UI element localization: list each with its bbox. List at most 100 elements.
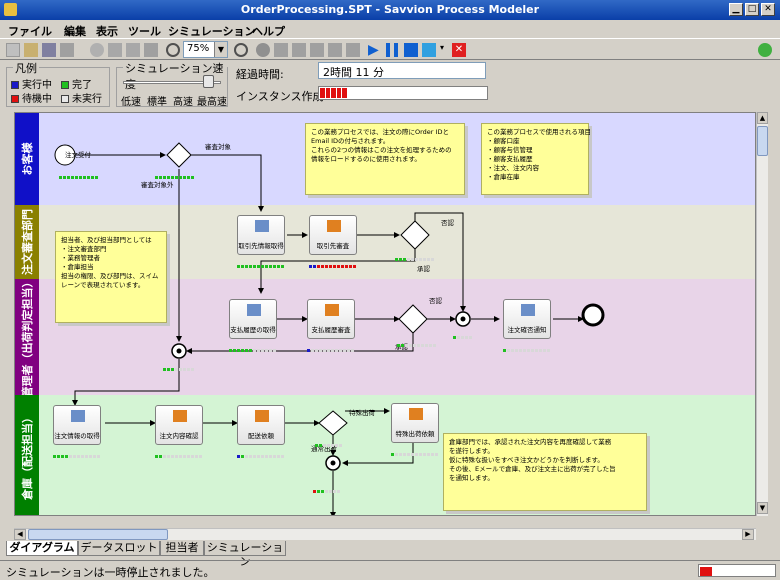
gateway-review[interactable] (400, 220, 430, 250)
speed-normal[interactable]: 標準 (147, 97, 167, 108)
save-icon[interactable] (42, 43, 56, 57)
lane-label-order-review: 注文審査部門 (15, 205, 39, 279)
minimize-button[interactable]: ▁ (729, 3, 743, 16)
dropdown-icon[interactable]: ▾ (440, 43, 445, 52)
stop-circle-icon[interactable] (256, 43, 270, 57)
copy-icon[interactable] (108, 43, 122, 57)
zoom-in-icon[interactable] (166, 43, 180, 57)
gateway-progress (315, 437, 343, 447)
instance-progress-cell (463, 88, 469, 98)
print-icon[interactable] (60, 43, 74, 57)
scroll-right-icon[interactable]: ▶ (742, 529, 754, 540)
close-button[interactable]: ✕ (761, 3, 775, 16)
toolbar: 75% ▼ ▶ ▾ ✕ (0, 38, 780, 60)
play-icon[interactable]: ▶ (368, 42, 379, 58)
legend-notrun: 未実行 (61, 90, 102, 105)
speed-low[interactable]: 低速 (121, 97, 141, 108)
reset-icon[interactable]: ✕ (452, 43, 466, 57)
menu-tools[interactable]: ツール (128, 25, 161, 38)
start-event[interactable] (54, 144, 76, 166)
done-swatch (61, 81, 69, 89)
horizontal-scrollbar[interactable]: ◀ ▶ (14, 528, 756, 540)
maximize-button[interactable]: □ (745, 3, 759, 16)
report-icon[interactable] (422, 43, 436, 57)
new-icon[interactable] (6, 43, 20, 57)
scroll-down-icon[interactable]: ▼ (757, 502, 768, 514)
notrun-swatch (61, 95, 69, 103)
instance-progress-cell (419, 88, 425, 98)
stop-icon[interactable] (404, 43, 418, 57)
pause-icon[interactable] (386, 43, 398, 57)
align-left-icon[interactable] (274, 43, 288, 57)
task-order-notice[interactable]: 注文確否通知 (503, 299, 551, 339)
scroll-left-icon[interactable]: ◀ (14, 529, 26, 540)
gateway-payment[interactable] (398, 304, 428, 334)
zoom-out-icon[interactable] (234, 43, 248, 57)
instance-progress-cell (402, 88, 408, 98)
grid-icon[interactable] (346, 43, 360, 57)
menu-help[interactable]: ヘルプ (252, 25, 285, 38)
vertical-scroll-thumb[interactable] (757, 126, 768, 156)
tab-diagram[interactable]: ダイアグラム (6, 541, 78, 556)
tab-data-slot[interactable]: データスロット (78, 541, 160, 556)
menu-view[interactable]: 表示 (96, 25, 118, 38)
align-top-icon[interactable] (310, 43, 324, 57)
instance-progress-cell (430, 88, 436, 98)
instance-progress-cell (336, 88, 342, 98)
undo-icon[interactable] (90, 43, 104, 57)
lane-label-customer: お客様 (15, 113, 39, 205)
scroll-up-icon[interactable]: ▲ (757, 112, 768, 124)
instance-progress (318, 86, 488, 100)
tab-performer[interactable]: 担当者 (160, 541, 204, 556)
chevron-down-icon[interactable]: ▼ (214, 42, 227, 57)
distribute-icon[interactable] (328, 43, 342, 57)
gateway-shipping[interactable] (318, 410, 348, 436)
speed-high[interactable]: 高速 (173, 97, 193, 108)
end-event[interactable] (581, 303, 605, 327)
gateway-audit[interactable] (166, 142, 192, 168)
instance-progress-cell (436, 88, 441, 98)
paste-icon[interactable] (126, 43, 140, 57)
task-get-client-info[interactable]: 取引先情報取得 (237, 215, 285, 255)
instance-progress-cell (353, 88, 358, 98)
align-center-icon[interactable] (292, 43, 306, 57)
speed-slider-thumb[interactable] (203, 75, 214, 88)
task-delivery-request[interactable]: 配送依頼 (237, 405, 285, 445)
diagram-canvas[interactable]: お客様 注文審査部門 管理者（出荷判定担当） 倉庫（配送担当） (14, 112, 756, 516)
menu-simulation[interactable]: シミュレーション (168, 25, 256, 38)
horizontal-scroll-thumb[interactable] (28, 529, 168, 540)
task-progress (309, 258, 357, 268)
task-progress (307, 342, 355, 352)
status-bar: シミュレーションは一時停止されました。 (0, 560, 780, 580)
legend-done: 完了 (61, 76, 92, 91)
menu-edit[interactable]: 編集 (64, 25, 86, 38)
audit-target-label: 審査対象 (205, 143, 231, 151)
status-ok-icon (758, 43, 772, 57)
task-client-review[interactable]: 取引先審査 (309, 215, 357, 255)
instance-progress-cell (347, 88, 353, 98)
open-icon[interactable] (24, 43, 38, 57)
task-special-shipping[interactable]: 特殊出荷依頼 (391, 403, 439, 443)
speed-max[interactable]: 最高速 (197, 97, 227, 108)
people-icon (409, 408, 423, 420)
legend-title: 凡例 (13, 60, 39, 76)
task-get-payment-history[interactable]: 支払履歴の取得 (229, 299, 277, 339)
instance-progress-cell (408, 88, 414, 98)
task-payment-review[interactable]: 支払履歴審査 (307, 299, 355, 339)
instance-progress-cell (375, 88, 380, 98)
menu-file[interactable]: ファイル (8, 25, 52, 38)
audit-excluded-label: 審査対象外 (141, 181, 174, 189)
note-warehouse: 倉庫部門では、承認された注文内容を再度確認して業務を遂行します。仮に特殊な扱いを… (443, 433, 647, 511)
gateway-progress (395, 251, 435, 261)
reject-label: 否認 (429, 297, 442, 305)
task-get-order-info[interactable]: 注文情報の取得 (53, 405, 101, 445)
vertical-scrollbar[interactable]: ▲ ▼ (756, 112, 768, 516)
instance-progress-cell (441, 88, 447, 98)
instance-progress-cell (480, 88, 485, 98)
speed-slider-track[interactable] (123, 81, 221, 84)
flow-connectors (54, 142, 605, 515)
progress-gateway (155, 169, 195, 179)
cut-icon[interactable] (144, 43, 158, 57)
tab-simulation[interactable]: シミュレーション (204, 541, 286, 568)
task-order-confirm[interactable]: 注文内容確認 (155, 405, 203, 445)
